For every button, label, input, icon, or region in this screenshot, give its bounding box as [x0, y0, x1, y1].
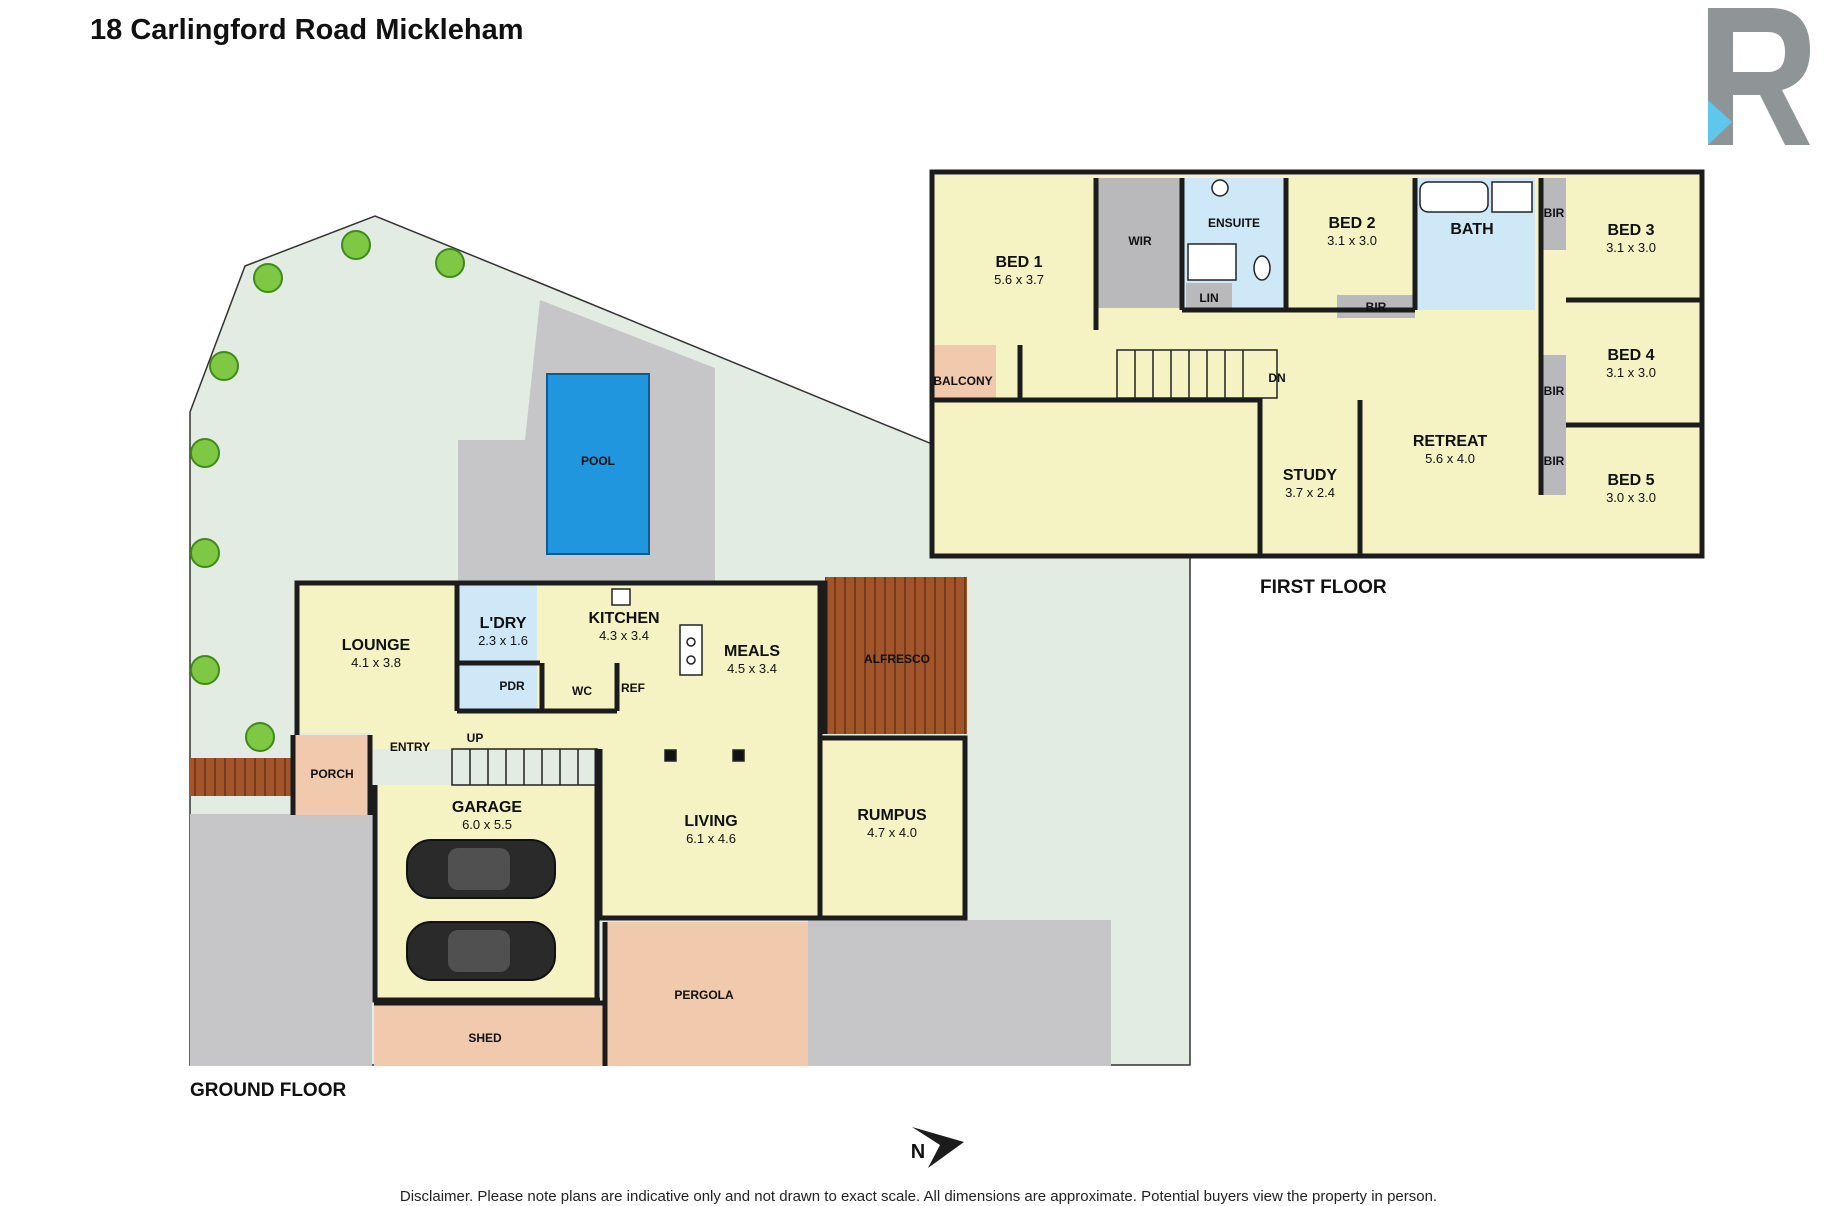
living-dims: 6.1 x 4.6 — [686, 831, 736, 846]
tree-icon — [435, 248, 465, 278]
rumpus — [822, 738, 965, 918]
lounge-dims: 4.1 x 3.8 — [351, 655, 401, 670]
entry-label: ENTRY — [390, 740, 430, 754]
bir-bed5 — [1541, 427, 1566, 495]
wc-label: WC — [572, 684, 592, 698]
page-title: 18 Carlingford Road Mickleham — [90, 14, 524, 46]
tree-icon — [209, 351, 239, 381]
first-stairs — [1116, 349, 1278, 399]
up-label: UP — [467, 731, 484, 745]
rumpus-dims: 4.7 x 4.0 — [867, 825, 917, 840]
bed-4-label: BED 4 — [1607, 347, 1654, 364]
dn-label: DN — [1268, 371, 1285, 385]
side-paving — [808, 920, 1111, 1066]
bir-label-bed3: BIR — [1544, 206, 1565, 220]
column — [664, 749, 677, 762]
bed-4-dims: 3.1 x 3.0 — [1606, 365, 1656, 380]
wir — [1096, 178, 1182, 308]
pergola-label: PERGOLA — [674, 988, 734, 1002]
retreat-dims: 5.6 x 4.0 — [1425, 451, 1475, 466]
car-icon — [406, 839, 556, 899]
tree-icon — [245, 722, 275, 752]
bir-label-bed4: BIR — [1544, 384, 1565, 398]
porch — [293, 735, 370, 815]
shed — [374, 1003, 605, 1066]
bath-label: BATH — [1450, 221, 1493, 238]
tree-icon — [190, 538, 220, 568]
study-label: STUDY — [1283, 467, 1338, 484]
compass-label: N — [911, 1141, 925, 1163]
trees — [190, 230, 465, 752]
pool — [546, 373, 650, 555]
retreat-label: RETREAT — [1413, 433, 1488, 450]
powder-room — [457, 663, 542, 711]
laundry — [457, 583, 537, 663]
wir-label: WIR — [1128, 234, 1152, 248]
pdr-label: PDR — [499, 679, 525, 693]
column — [732, 749, 745, 762]
bed-3-label: BED 3 — [1607, 222, 1654, 239]
study-dims: 3.7 x 2.4 — [1285, 485, 1335, 500]
balcony — [930, 345, 996, 400]
brand-logo-icon — [1708, 8, 1810, 145]
north-arrow-icon — [912, 1127, 964, 1168]
ground-walls — [290, 580, 968, 1066]
laundry-dims: 2.3 x 1.6 — [478, 633, 528, 648]
tree-icon — [190, 438, 220, 468]
first-floor-label: FIRST FLOOR — [1260, 577, 1387, 598]
bed-2-dims: 3.1 x 3.0 — [1327, 233, 1377, 248]
first-fixtures — [1187, 179, 1533, 281]
porch-label: PORCH — [310, 767, 353, 781]
alfresco-label: ALFRESCO — [864, 652, 930, 666]
tree-icon — [190, 655, 220, 685]
pergola — [605, 922, 808, 1066]
ensuite-label: ENSUITE — [1208, 216, 1260, 230]
bir-label-bed5: BIR — [1544, 454, 1565, 468]
shed-label: SHED — [468, 1031, 502, 1045]
side-boardwalk — [190, 758, 293, 796]
garage-dims: 6.0 x 5.5 — [462, 817, 512, 832]
ref-label: REF — [621, 681, 645, 695]
lounge — [297, 583, 457, 733]
bed-1-label: BED 1 — [995, 254, 1042, 271]
linen — [1186, 283, 1232, 310]
bir-label-bed2: BIR — [1366, 300, 1387, 314]
bed-3-dims: 3.1 x 3.0 — [1606, 240, 1656, 255]
study — [1262, 400, 1360, 555]
car-icon — [406, 921, 556, 981]
disclaimer: Disclaimer. Please note plans are indica… — [399, 1188, 1438, 1205]
balcony-label: BALCONY — [933, 374, 992, 388]
bed-1-dims: 5.6 x 3.7 — [994, 272, 1044, 287]
driveway — [190, 814, 372, 1066]
lounge-label: LOUNGE — [342, 637, 411, 654]
ground-fixtures — [611, 588, 745, 762]
kitchen-label: KITCHEN — [588, 610, 659, 627]
lin-label: LIN — [1199, 291, 1218, 305]
kitchen-dims: 4.3 x 3.4 — [599, 628, 649, 643]
rumpus-label: RUMPUS — [857, 807, 927, 824]
tree-icon — [253, 263, 283, 293]
laundry-label: L'DRY — [480, 615, 527, 632]
meals-dims: 4.5 x 3.4 — [727, 661, 777, 676]
bed-2-label: BED 2 — [1328, 215, 1375, 232]
bir-bed3 — [1541, 178, 1566, 250]
first-floor — [929, 169, 1705, 559]
bed-5-label: BED 5 — [1607, 472, 1654, 489]
meals-label: MEALS — [724, 643, 780, 660]
garage-label: GARAGE — [452, 799, 523, 816]
living — [600, 740, 820, 918]
ground-floor-label: GROUND FLOOR — [190, 1080, 346, 1101]
alfresco — [825, 577, 967, 734]
living-label: LIVING — [684, 813, 737, 830]
bed-5-dims: 3.0 x 3.0 — [1606, 490, 1656, 505]
pool-label: POOL — [581, 454, 615, 468]
bir-bed4 — [1541, 355, 1566, 427]
tree-icon — [341, 230, 371, 260]
first-floor-walls — [929, 169, 1705, 559]
